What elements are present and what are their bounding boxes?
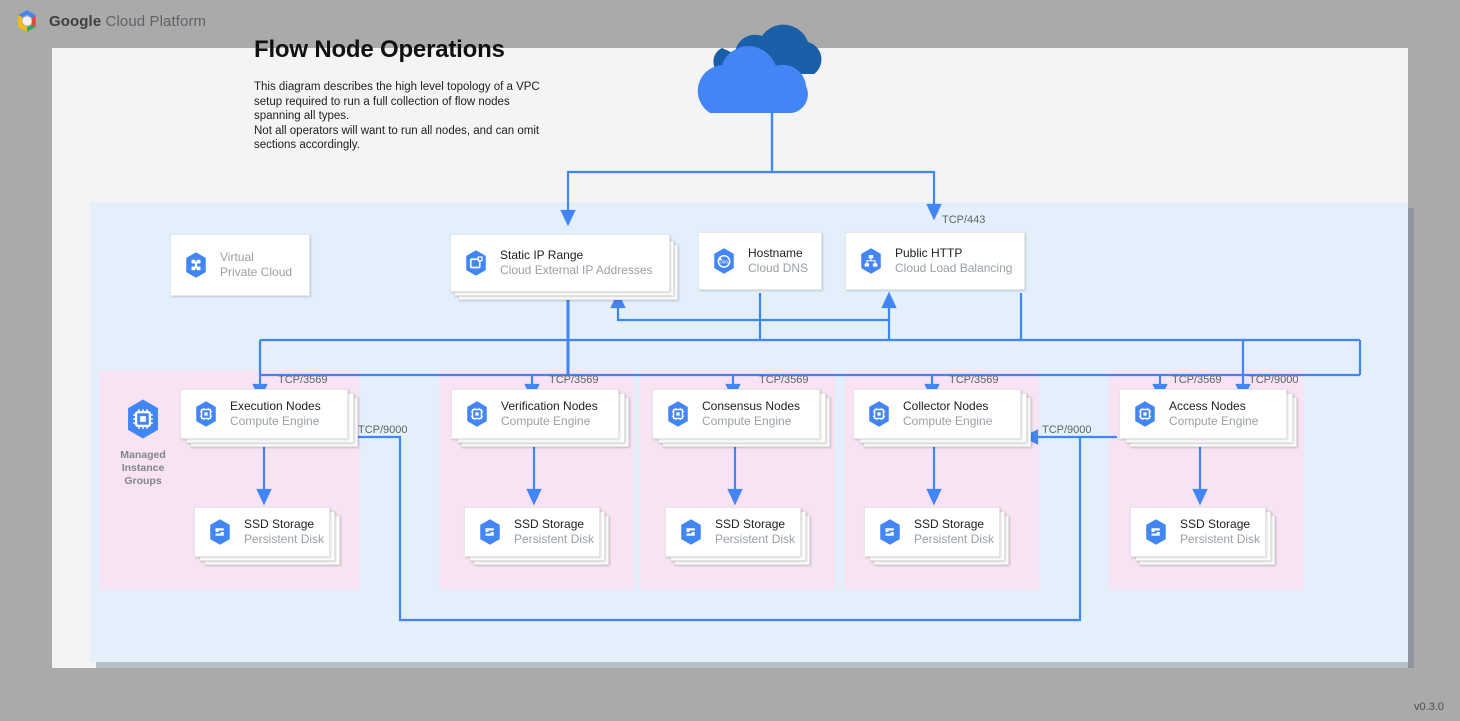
card-public-http[interactable]: Public HTTP Cloud Load Balancing: [845, 232, 1025, 290]
page-description: This diagram describes the high level to…: [254, 81, 540, 151]
version-label: v0.3.0: [1414, 701, 1444, 713]
compute-instance-group-icon: [128, 399, 158, 439]
compute-engine-icon: [467, 401, 487, 427]
persistent-disk-icon: [480, 519, 500, 545]
brand-bar: Google Cloud Platform: [14, 6, 206, 36]
cloud-dns-icon: 360: [714, 248, 734, 274]
vpc-icon: [186, 252, 206, 278]
compute-engine-icon: [668, 401, 688, 427]
card-access-nodes[interactable]: Access Nodes Compute Engine: [1119, 389, 1287, 439]
mig-group-label: Managed Instance Groups: [120, 449, 166, 487]
card-subtitle: Compute Engine: [702, 414, 792, 428]
card-execution-ssd-storage[interactable]: SSD Storage Persistent Disk: [194, 507, 330, 557]
card-verification-nodes[interactable]: Verification Nodes Compute Engine: [451, 389, 619, 439]
port-label-access-ingress: TCP/3569: [1172, 374, 1222, 386]
port-label-access-to-collector: TCP/9000: [1042, 424, 1092, 436]
card-subtitle: Compute Engine: [1169, 414, 1259, 428]
card-title: Static IP Range: [500, 248, 584, 262]
card-subtitle: Cloud DNS: [748, 261, 809, 275]
cloud-icon: [697, 24, 822, 113]
card-access-ssd-storage[interactable]: SSD Storage Persistent Disk: [1130, 507, 1266, 557]
card-subtitle: Persistent Disk: [914, 532, 995, 546]
card-hostname[interactable]: 360 Hostname Cloud DNS: [698, 232, 822, 290]
card-title: Hostname: [748, 246, 803, 260]
port-label-access-to-execution: TCP/9000: [358, 424, 408, 436]
card-collector-nodes[interactable]: Collector Nodes Compute Engine: [853, 389, 1021, 439]
card-subtitle: Persistent Disk: [715, 532, 796, 546]
port-label-access-extra: TCP/9000: [1249, 374, 1299, 386]
card-title: SSD Storage: [514, 517, 585, 531]
port-label-execution-ingress: TCP/3569: [278, 374, 328, 386]
port-label-consensus-ingress: TCP/3569: [759, 374, 809, 386]
card-title: SSD Storage: [715, 517, 786, 531]
persistent-disk-icon: [1146, 519, 1166, 545]
card-execution-nodes[interactable]: Execution Nodes Compute Engine: [180, 389, 348, 439]
compute-engine-icon: [196, 401, 216, 427]
gcp-hexagon-logo-icon: [18, 10, 36, 32]
card-title: Consensus Nodes: [702, 399, 801, 413]
card-title: Virtual: [220, 250, 254, 264]
card-subtitle: Compute Engine: [903, 414, 993, 428]
card-subtitle: Private Cloud: [220, 265, 293, 279]
card-collector-ssd-storage[interactable]: SSD Storage Persistent Disk: [864, 507, 1000, 557]
card-title: SSD Storage: [244, 517, 315, 531]
card-title: Execution Nodes: [230, 399, 321, 413]
port-label-tcp443: TCP/443: [942, 214, 986, 226]
card-virtual-private-cloud[interactable]: Virtual Private Cloud: [170, 234, 310, 296]
external-ip-icon: [466, 250, 486, 276]
card-title: SSD Storage: [1180, 517, 1251, 531]
svg-text:360: 360: [720, 259, 728, 265]
persistent-disk-icon: [880, 519, 900, 545]
card-subtitle: Compute Engine: [501, 414, 591, 428]
brand-suffix: Cloud Platform: [101, 12, 207, 30]
brand-text: Google Cloud Platform: [49, 13, 206, 30]
card-subtitle: Persistent Disk: [244, 532, 325, 546]
brand-google: Google: [49, 12, 102, 30]
page-title: Flow Node Operations: [254, 36, 505, 63]
card-title: SSD Storage: [914, 517, 985, 531]
card-title: Verification Nodes: [501, 399, 598, 413]
card-subtitle: Cloud Load Balancing: [895, 261, 1013, 275]
port-label-collector-ingress: TCP/3569: [949, 374, 999, 386]
card-title: Public HTTP: [895, 246, 963, 260]
compute-engine-icon: [869, 401, 889, 427]
load-balancing-icon: [861, 248, 881, 274]
card-static-ip-range[interactable]: Static IP Range Cloud External IP Addres…: [450, 234, 670, 292]
card-verification-ssd-storage[interactable]: SSD Storage Persistent Disk: [464, 507, 600, 557]
persistent-disk-icon: [681, 519, 701, 545]
card-consensus-ssd-storage[interactable]: SSD Storage Persistent Disk: [665, 507, 801, 557]
compute-engine-icon: [1135, 401, 1155, 427]
persistent-disk-icon: [210, 519, 230, 545]
card-subtitle: Persistent Disk: [1180, 532, 1261, 546]
card-consensus-nodes[interactable]: Consensus Nodes Compute Engine: [652, 389, 820, 439]
card-subtitle: Persistent Disk: [514, 532, 595, 546]
card-title: Access Nodes: [1169, 399, 1246, 413]
port-label-verification-ingress: TCP/3569: [549, 374, 599, 386]
card-title: Collector Nodes: [903, 399, 989, 413]
card-subtitle: Compute Engine: [230, 414, 320, 428]
card-subtitle: Cloud External IP Addresses: [500, 263, 653, 277]
